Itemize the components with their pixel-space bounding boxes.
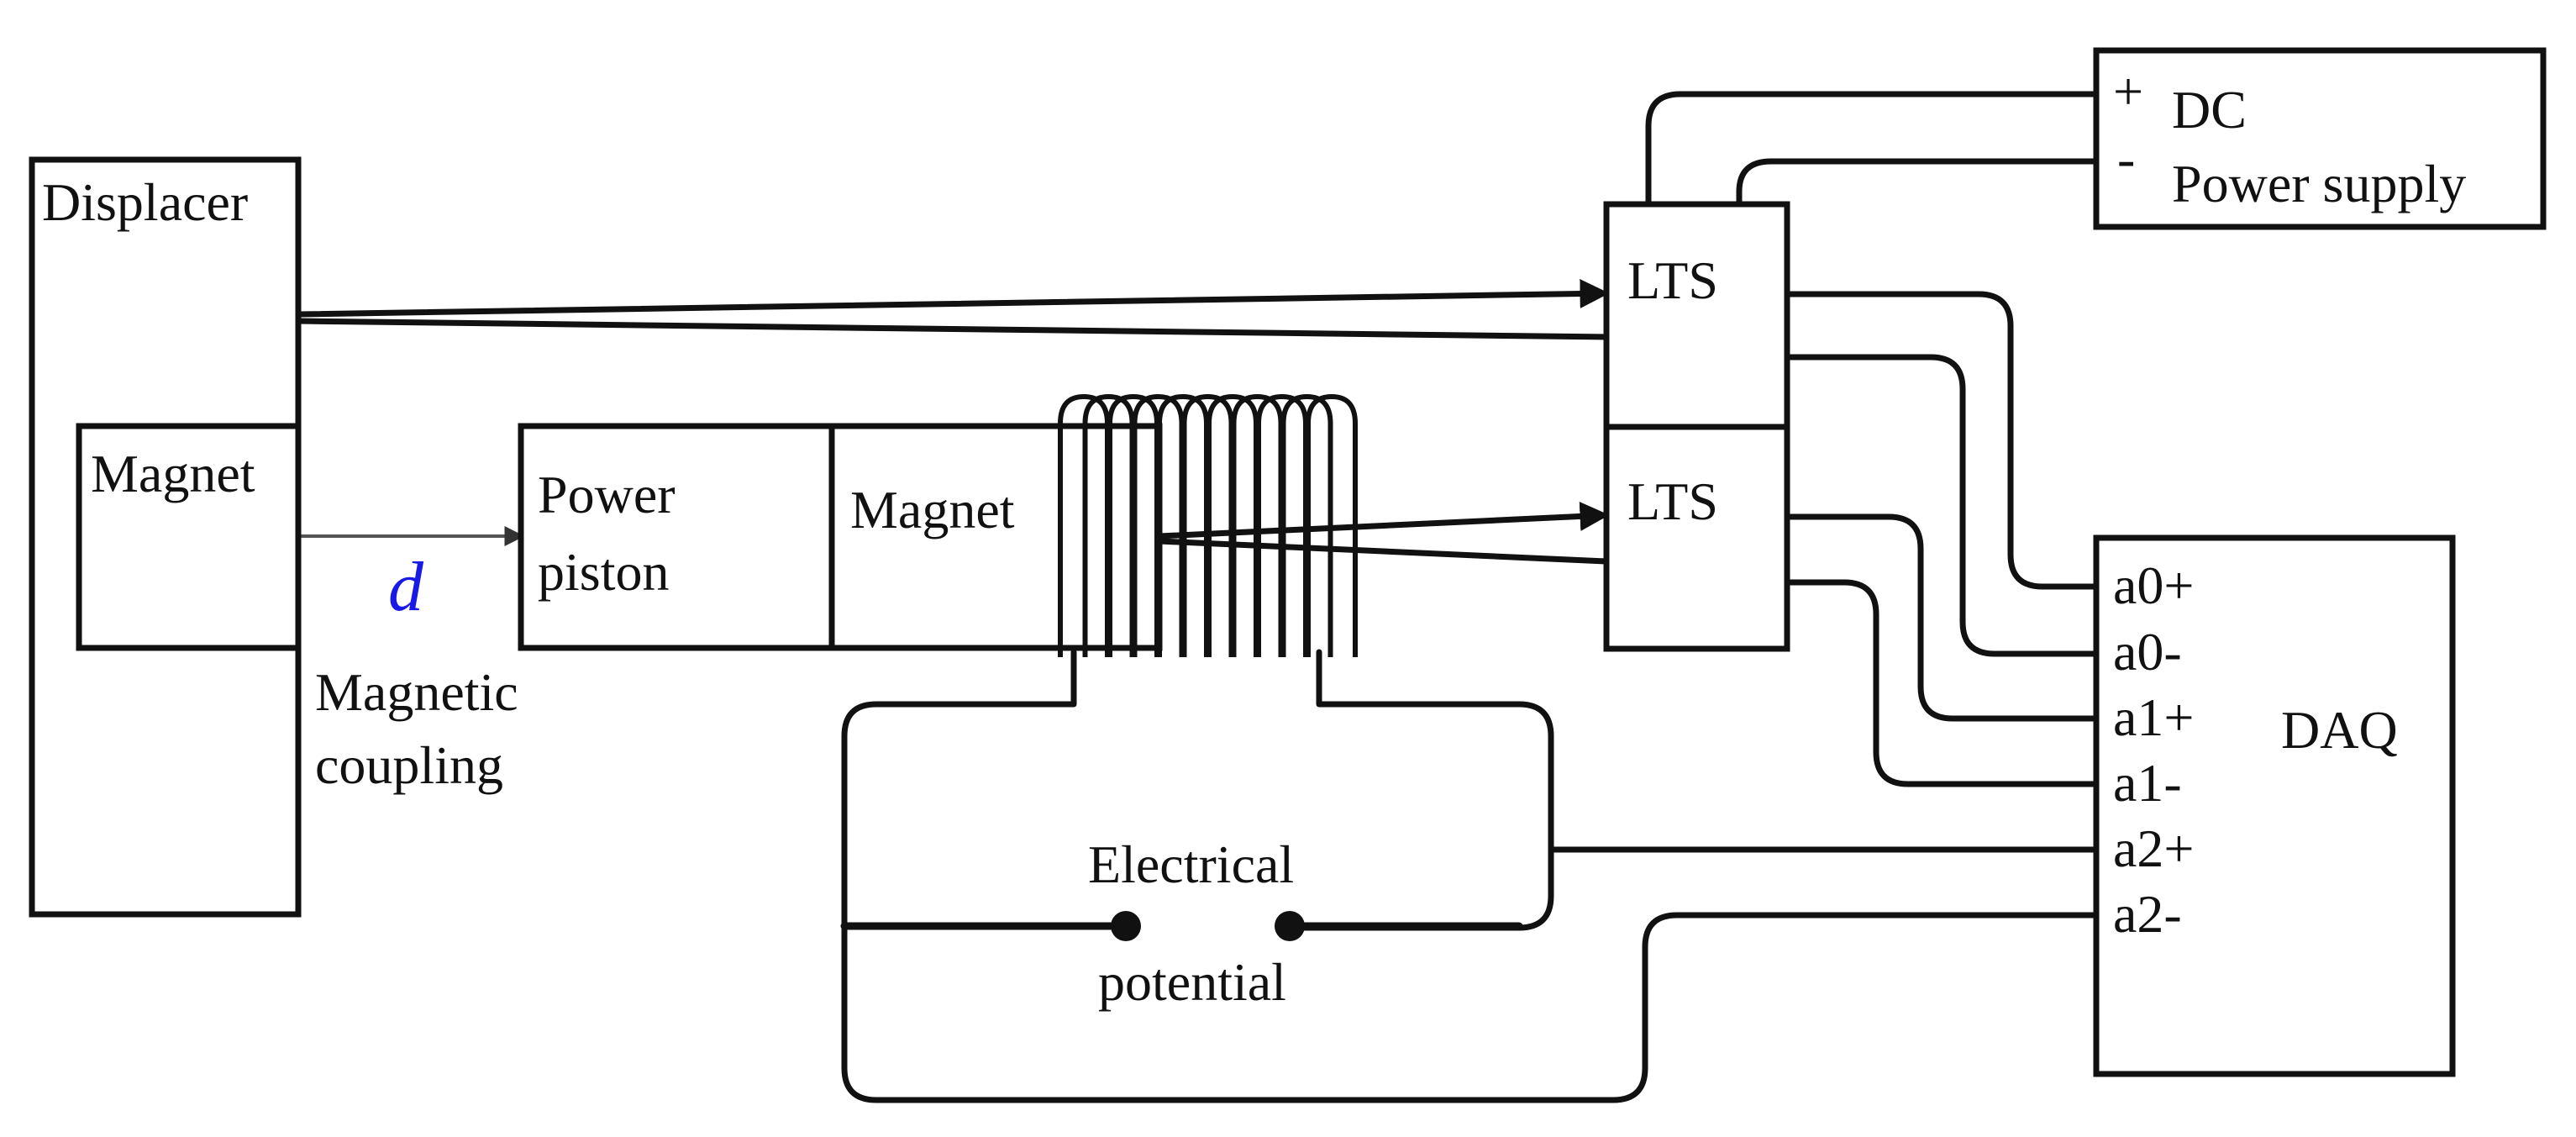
distance-symbol-d: d <box>388 548 424 626</box>
wire-lts-dc-minus <box>1736 158 2100 208</box>
wire-lts-a0-minus <box>1784 354 2100 657</box>
coil-loop <box>1107 393 1159 657</box>
power-piston-label-line1: Power <box>538 465 676 524</box>
wire-displacer-lts-top-arrow <box>295 279 1610 318</box>
daq-pin-label: a0+ <box>2113 555 2195 615</box>
power-piston-label-line2: piston <box>538 542 669 602</box>
coil <box>1058 393 1358 657</box>
coil-loop <box>1306 393 1358 657</box>
wire-lts-a1-plus <box>1784 513 2100 722</box>
wire-coil-left-branch <box>841 649 2100 1103</box>
dc-plus-sign: + <box>2113 61 2143 121</box>
wire-displacer-lts-top-return <box>295 318 1610 340</box>
coil-loop <box>1132 393 1185 657</box>
daq-pin-label: a2+ <box>2113 819 2195 878</box>
terminal-left <box>1111 911 1141 941</box>
wire-coil-lts-bottom-return <box>1156 538 1610 565</box>
daq-box <box>2093 534 2456 1077</box>
daq-pin-labels: a0+ a0-a1+a1- a2+ a2- <box>2113 555 2195 944</box>
coil-loop <box>1181 393 1234 657</box>
terminal-right <box>1275 911 1305 941</box>
lts-top-box <box>1603 201 1790 430</box>
electrical-potential-terminals <box>1111 911 1523 941</box>
coil-loop <box>1207 393 1259 657</box>
daq-pin-label: a1- <box>2113 753 2182 813</box>
coil-loop <box>1157 393 1209 657</box>
displacer-label: Displacer <box>42 172 248 232</box>
wire-lts-a1-minus <box>1784 579 2100 787</box>
magnet-right-label: Magnet <box>850 480 1015 540</box>
wire-lts-dc-plus <box>1645 91 2100 208</box>
lts-top-label: LTS <box>1627 250 1718 310</box>
wire-lts-a0-plus <box>1784 291 2100 590</box>
coil-loop <box>1231 393 1284 657</box>
magnetic-coupling-label-line1: Magnetic <box>315 662 518 722</box>
power-supply-label: Power supply <box>2172 154 2466 213</box>
daq-pin-label: a2- <box>2113 884 2182 944</box>
electrical-potential-label-line1: Electrical <box>1088 834 1294 894</box>
daq-pin-label: a0- <box>2113 622 2182 682</box>
daq-pin-label: a1+ <box>2113 687 2195 747</box>
lts-bottom-label: LTS <box>1627 471 1718 531</box>
magnetic-coupling-label-line2: coupling <box>315 735 503 795</box>
coil-loop <box>1256 393 1308 657</box>
dc-power-supply-box <box>2093 47 2547 230</box>
lts-bottom-box <box>1603 424 1790 652</box>
wire-coil-lts-bottom-arrow <box>1156 501 1610 540</box>
wires <box>295 91 2100 1103</box>
electrical-potential-label-line2: potential <box>1098 952 1286 1012</box>
magnet-left-label: Magnet <box>91 444 255 503</box>
coil-loop <box>1280 393 1333 657</box>
coil-loop <box>1082 393 1135 657</box>
magnet-left-box <box>76 423 302 651</box>
power-piston-box <box>518 423 835 651</box>
daq-label: DAQ <box>2281 700 2398 760</box>
wire-coil-right-branch <box>1291 649 1554 931</box>
dc-minus-sign: - <box>2117 129 2135 188</box>
dc-label: DC <box>2172 80 2247 139</box>
coil-loop <box>1058 393 1110 657</box>
labels: Displacer Magnet Power piston Magnet d M… <box>42 61 2466 1012</box>
